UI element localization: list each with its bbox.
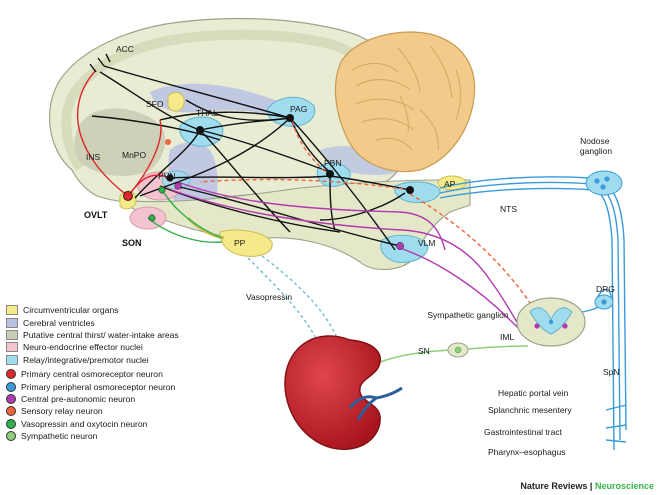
legend-neuron-dot xyxy=(6,381,16,392)
legend-item: Sensory relay neuron xyxy=(6,405,206,417)
mnpo-label: MnPO xyxy=(122,150,146,160)
target-gastrointestinal-tract: Gastrointestinal tract xyxy=(484,427,563,437)
legend-swatch xyxy=(6,317,18,328)
vlm-nucleus xyxy=(380,234,429,263)
sn-label: SN xyxy=(418,346,430,356)
legend-item: Neuro-endocrine effector nuclei xyxy=(6,341,206,353)
target-splanchnic-mesentery: Splanchnic mesentery xyxy=(488,405,572,415)
credit-separator: | xyxy=(589,481,593,491)
brain-sagittal xyxy=(48,17,476,271)
drg-label: DRG xyxy=(596,284,615,294)
nts-nucleus xyxy=(394,181,441,203)
legend-item: Putative central thirst/ water-intake ar… xyxy=(6,329,206,341)
acc-label: ACC xyxy=(116,44,134,54)
nts-label: NTS xyxy=(500,204,517,214)
legend-neuron-dot xyxy=(6,431,16,442)
legend-item: Relay/integrative/premotor nuclei xyxy=(6,354,206,366)
legend-swatch xyxy=(6,342,18,353)
nodose-label: Nodose ganglion xyxy=(580,136,612,156)
legend-label: Relay/integrative/premotor nuclei xyxy=(23,354,149,365)
acc-terminals xyxy=(89,53,111,73)
journal-credit: Nature Reviews | Neuroscience xyxy=(520,481,654,491)
kidney xyxy=(284,335,403,450)
legend-label: Central pre-autonomic neuron xyxy=(21,393,136,404)
region-labels: ACC SFO THAL PAG INS MnPO PBN PVN AP NTS… xyxy=(84,44,517,248)
legend-label: Vasopressin and oxytocin neuron xyxy=(21,418,148,429)
pvn-label: PVN xyxy=(158,171,175,181)
legend-label: Putative central thirst/ water-intake ar… xyxy=(23,329,179,340)
legend-label: Circumventricular organs xyxy=(23,305,119,316)
legend-label: Sympathetic neuron xyxy=(21,431,98,442)
target-hepatic-portal-vein: Hepatic portal vein xyxy=(498,388,569,398)
legend-label: Sensory relay neuron xyxy=(21,406,103,417)
nodose-ganglion-shape xyxy=(585,170,623,196)
legend-item: Primary central osmoreceptor neuron xyxy=(6,368,206,380)
thal-label: THAL xyxy=(196,108,218,118)
legend-swatch xyxy=(6,354,18,365)
legend-label: Primary peripheral osmoreceptor neuron xyxy=(21,381,176,392)
pbn-label: PBN xyxy=(324,158,341,168)
nodose-label-line: Nodose xyxy=(580,136,610,146)
legend-item: Sympathetic neuron xyxy=(6,430,206,442)
nodose-label-line-2: ganglion xyxy=(580,146,612,156)
thirst-area xyxy=(74,108,166,176)
legend-neuron-dot xyxy=(6,369,16,380)
legend-swatch xyxy=(6,329,18,340)
periphery-labels: Nodose ganglion Vasopressin Sympathetic … xyxy=(246,136,620,457)
spn-label: SpN xyxy=(603,367,620,377)
pituitary-pp xyxy=(219,229,273,257)
legend-item: Vasopressin and oxytocin neuron xyxy=(6,418,206,430)
legend-label: Cerebral ventricles xyxy=(23,317,95,328)
vasopressin-label: Vasopressin xyxy=(246,292,292,302)
sfo-label: SFO xyxy=(146,99,164,109)
legend-neuron-dot xyxy=(6,393,16,404)
son-label: SON xyxy=(122,238,142,248)
ovlt-label: OVLT xyxy=(84,210,108,220)
credit-journal: Nature Reviews xyxy=(520,481,588,491)
sfo-organ xyxy=(167,91,185,112)
neuron-somata xyxy=(123,114,414,250)
legend-swatch xyxy=(6,305,18,316)
legend-neuron-dot xyxy=(6,418,16,429)
pag-label: PAG xyxy=(290,104,307,114)
legend-item: Central pre-autonomic neuron xyxy=(6,393,206,405)
legend-label: Neuro-endocrine effector nuclei xyxy=(23,342,143,353)
cortex-band xyxy=(61,29,373,171)
sympathetic-ganglion-shape xyxy=(447,342,469,358)
sympathetic-ganglion-label: Sympathetic ganglion xyxy=(427,310,509,320)
legend-item: Primary peripheral osmoreceptor neuron xyxy=(6,380,206,392)
ap-label: AP xyxy=(444,179,456,189)
legend-neuron-dot xyxy=(6,406,16,417)
legend-item: Cerebral ventricles xyxy=(6,316,206,328)
legend-label: Primary central osmoreceptor neuron xyxy=(21,369,163,380)
credit-section: Neuroscience xyxy=(594,481,654,491)
iml-label: IML xyxy=(500,332,514,342)
target-pharynx-esophagus: Pharynx–esophagus xyxy=(488,447,566,457)
cerebellum xyxy=(334,31,476,173)
legend-item: Circumventricular organs xyxy=(6,304,206,316)
vlm-label: VLM xyxy=(418,238,435,248)
ins-label: INS xyxy=(86,152,101,162)
spinal-cord-section xyxy=(516,294,614,347)
pp-label: PP xyxy=(234,238,246,248)
